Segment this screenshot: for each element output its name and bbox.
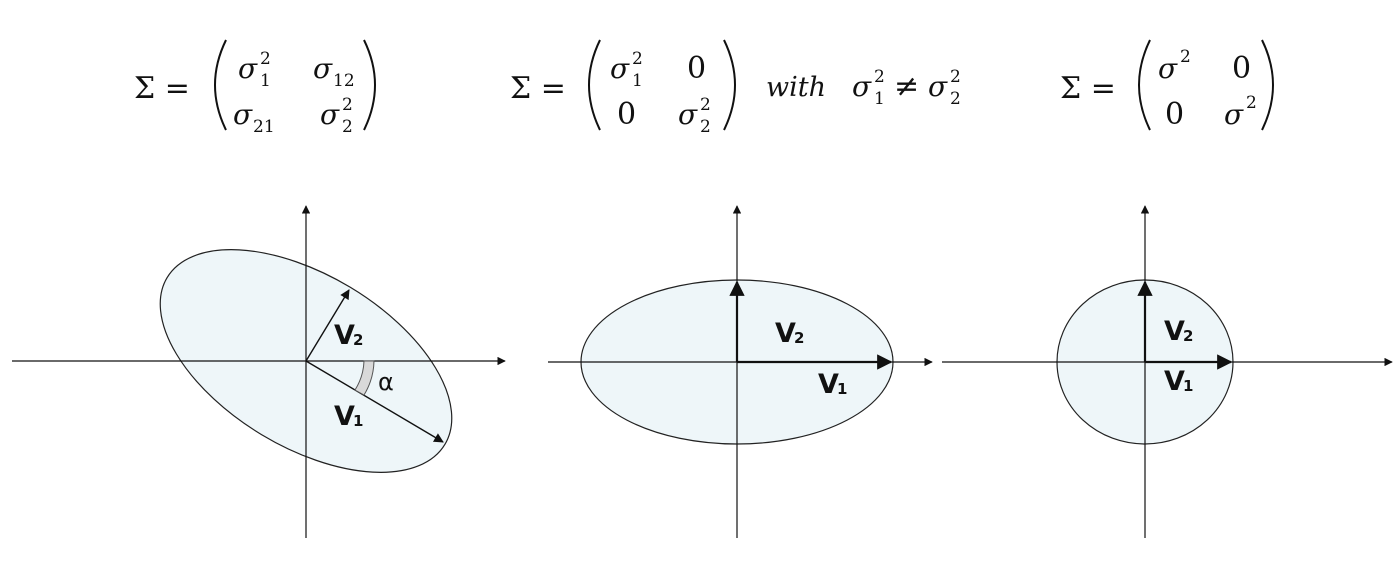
panel-axis-aligned: V 2 V 1 [548,205,933,538]
eq3-r2c2-sup: 2 [1246,93,1257,113]
eq2-cond-b-sup: 2 [950,67,961,87]
eq1-r2c1-sigma: σ [233,98,253,131]
equation-isotropic: Σ = σ 2 0 0 σ 2 [1060,39,1274,132]
eq2-r2c2-sigma: σ [678,98,698,131]
axis-aligned-v1-label: V [818,369,839,400]
eq2-neq: ≠ [894,69,919,104]
eq2-r1c1-sub: 1 [632,71,643,91]
rotated-v1-sub: 1 [353,412,363,430]
rotated-v2-arrow [305,289,350,362]
eq3-left-paren [1138,39,1151,131]
eq1-r1c1-sub: 1 [260,71,271,91]
eq2-r1c1-sup: 2 [632,49,643,69]
rotated-angle-label: α [378,368,394,396]
eq2-cond-a-sub: 1 [874,89,885,109]
eq1-r2c2-sub: 2 [342,117,353,137]
eq1-r2c2-sup: 2 [342,95,353,115]
eq2-cond-a-sigma: σ [852,70,872,103]
eq2-r2c1: 0 [617,97,636,132]
eq1-r1c1-sup: 2 [260,49,271,69]
eq1-left-paren [214,39,227,131]
eq2-cond-a-sup: 2 [874,67,885,87]
eq1-r2c2-sigma: σ [320,98,340,131]
eq3-r2c2-sigma: σ [1224,98,1244,131]
eq2-right-paren [723,39,736,131]
circle-v1-sub: 1 [1183,377,1193,395]
axis-aligned-v1-sub: 1 [837,380,847,398]
equation-general: Σ = σ 2 1 σ 12 σ 21 σ 2 2 [134,39,376,137]
eq3-r1c1-sigma: σ [1158,52,1178,85]
eq2-cond-b-sub: 2 [950,89,961,109]
axis-aligned-v2-label: V [775,318,796,349]
eq1-r2c1-sub: 21 [253,117,275,137]
eq3-r1c2: 0 [1232,51,1251,86]
rotated-v1-label: V [334,401,355,432]
eq1-lhs: Σ = [134,71,190,106]
eq3-right-paren [1261,39,1274,131]
rotated-v2-sub: 2 [353,331,363,349]
circle-v2-sub: 2 [1183,327,1193,345]
eq2-left-paren [588,39,601,131]
circle-v1-label: V [1164,366,1185,397]
eq1-r1c1-sigma: σ [238,52,258,85]
eq2-r2c2-sub: 2 [700,117,711,137]
eq1-r1c2-sigma: σ [313,52,333,85]
rotated-angle-arc [354,360,375,396]
eq2-r1c2: 0 [687,51,706,86]
panel-rotated: α V 2 V 1 [12,205,506,538]
eq2-with-word: with [766,72,826,103]
panel-circle: V 2 V 1 [942,205,1393,538]
eq1-r1c2-sub: 12 [333,71,355,91]
eq2-r1c1-sigma: σ [610,52,630,85]
axis-aligned-v2-sub: 2 [794,329,804,347]
circle-v2-label: V [1164,316,1185,347]
eq3-lhs: Σ = [1060,71,1116,106]
eq2-cond-b-sigma: σ [928,70,948,103]
eq2-r2c2-sup: 2 [700,95,711,115]
eq3-r2c1: 0 [1165,97,1184,132]
eq1-right-paren [363,39,376,131]
eq2-lhs: Σ = [510,71,566,106]
rotated-v2-label: V [334,320,355,351]
eq3-r1c1-sup: 2 [1180,47,1191,67]
equation-diagonal: Σ = σ 2 1 0 0 σ 2 2 with σ 2 1 ≠ σ 2 2 [510,39,961,137]
rotated-v1-arrow [305,360,444,443]
